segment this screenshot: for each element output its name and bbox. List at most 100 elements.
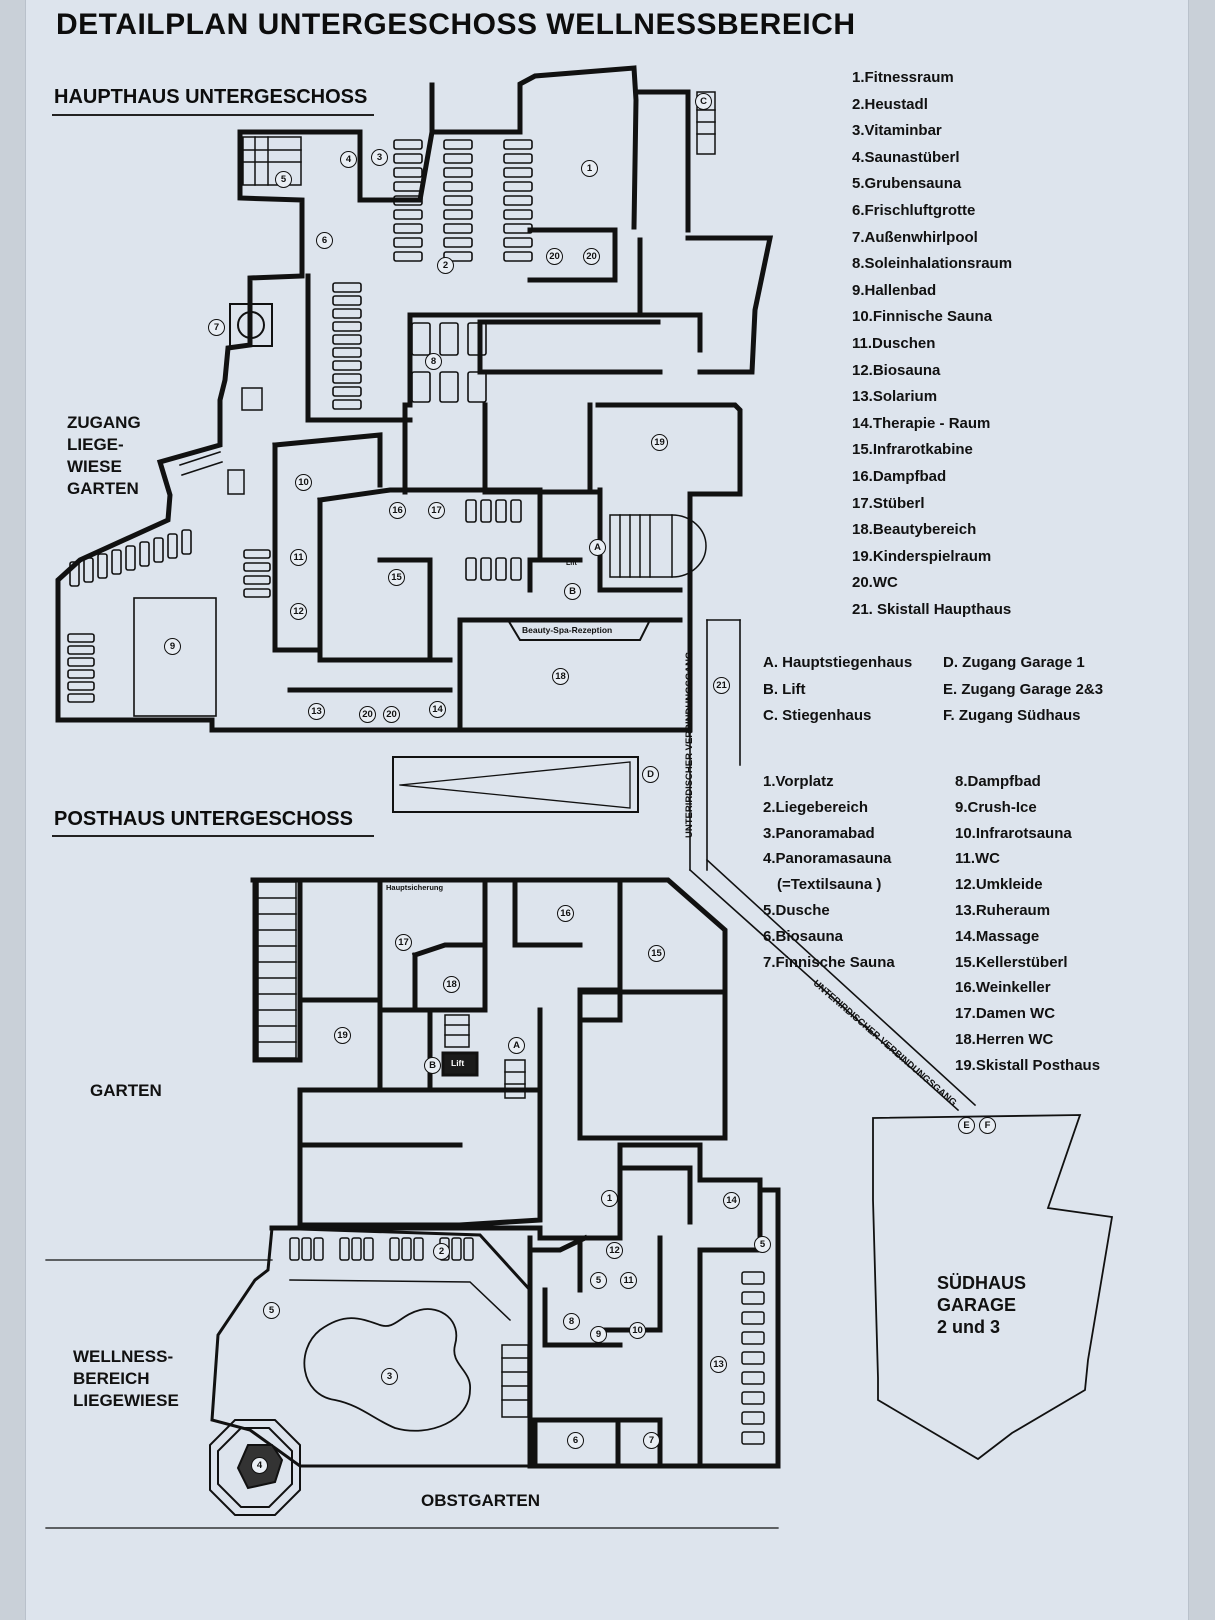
page-title: DETAILPLAN UNTERGESCHOSS WELLNESSBEREICH [56,8,856,41]
lounger [393,153,423,164]
room-marker-dampfbad: 16 [389,502,406,519]
haupthaus-lift-label: Lift [566,560,577,567]
bed [467,371,487,403]
liegebereich-lounger [451,1237,462,1261]
room-marker-panoramabad: 3 [381,1368,398,1385]
room-marker-infrarotsauna: 10 [629,1322,646,1339]
lounger [67,645,95,655]
liegebereich-lounger [363,1237,374,1261]
lounger [243,575,271,585]
lounger [443,251,473,262]
zugang-label: ZUGANG LIEGE- WIESE GARTEN [67,412,141,500]
legend-item: 4.Saunastüberl [852,148,960,166]
lounger [153,537,164,563]
lounger [332,373,362,384]
room-marker-wc-posthaus: 11 [620,1272,637,1289]
legend-item: 4.Panoramasauna [763,850,892,868]
access-item: D. Zugang Garage 1 [943,654,1085,671]
access-marker-b: B [564,583,581,600]
access-marker-a-posthaus: A [508,1037,525,1054]
legend-item: 1.Vorplatz [763,773,834,790]
suedhaus-line: GARAGE [937,1295,1017,1315]
lounger [480,557,492,581]
room-marker-biosauna: 12 [290,603,307,620]
room-marker-fitnessraum: 1 [581,160,598,177]
legend-item: 12.Umkleide [955,876,1043,894]
lounger [243,549,271,559]
haupthaus-heading: HAUPTHAUS UNTERGESCHOSS [54,86,368,108]
lounger [495,557,507,581]
access-marker-f: F [979,1117,996,1134]
room-marker-kellerstueberl: 15 [648,945,665,962]
room-marker-frischluftgrotte: 6 [316,232,333,249]
room-marker-damen-wc: 17 [395,934,412,951]
reception-label: Beauty-Spa-Rezeption [522,625,613,635]
plan-sheet [26,0,1188,1620]
lounger [510,499,522,523]
lounger [167,533,178,559]
room-marker-dusche: 5 [590,1272,607,1289]
legend-item: 20.WC [852,574,898,592]
room-marker-solarium: 13 [308,703,325,720]
bed [467,322,487,356]
lounger [67,681,95,691]
posthaus-walls [250,877,781,1469]
room-marker-wc: 20 [383,706,400,723]
room-marker-weinkeller: 16 [557,905,574,922]
lounger [503,167,533,178]
access-marker-b-posthaus: B [424,1057,441,1074]
room-marker-wc: 20 [583,248,600,265]
lounger [393,167,423,178]
ruheraum-bed [741,1331,765,1345]
legend-item: 15.Kellerstüberl [955,953,1068,971]
legend-item: 11.Duschen [852,334,936,352]
lounger [69,561,80,587]
access-marker-c: C [695,93,712,110]
room-marker-hallenbad: 9 [164,638,181,655]
room-marker-wc: 20 [546,248,563,265]
room-marker-skistall-haupthaus: 21 [713,677,730,694]
bed [439,322,459,356]
zugang-line: WIESE [67,457,122,476]
lounger [67,633,95,643]
lounger [443,209,473,220]
haupthaus-loungers [67,139,533,703]
room-marker-skistall-posthaus: 19 [334,1027,351,1044]
lounger [243,588,271,598]
ruheraum-bed [741,1391,765,1405]
room-marker-therapie-raum: 14 [429,701,446,718]
posthaus-heading: POSTHAUS UNTERGESCHOSS [54,808,353,830]
liegebereich-lounger [463,1237,474,1261]
legend-item: 5.Dusche [763,901,830,919]
bed [411,371,431,403]
room-marker-massage: 14 [723,1192,740,1209]
legend-item: 17.Damen WC [955,1005,1056,1023]
lounger [495,499,507,523]
liegebereich-lounger [351,1237,362,1261]
room-marker-vitaminbar: 3 [371,149,388,166]
access-item: A. Hauptstiegenhaus [763,654,913,671]
lounger [503,209,533,220]
legend-item: 11.WC [955,850,1001,868]
lounger [503,223,533,234]
lounger [480,499,492,523]
lounger [393,209,423,220]
garten-label: GARTEN [90,1081,162,1100]
room-marker-stueberl: 17 [428,502,445,519]
ruheraum-bed [741,1351,765,1365]
legend-item: 1.Fitnessraum [852,69,954,86]
lounger [97,553,108,579]
ruheraum-bed [741,1271,765,1285]
ruheraum-bed [741,1371,765,1385]
lounger [83,557,94,583]
lounger [332,399,362,410]
liegebereich-lounger [313,1237,324,1261]
legend-item: 13.Ruheraum [955,901,1051,919]
liegebereich-lounger [389,1237,400,1261]
legend-item: 9.Crush-Ice [955,798,1037,816]
haupthaus-walls [55,65,774,733]
lounger [393,237,423,248]
hallenbad-pool-outline [133,597,217,717]
bed [411,322,431,356]
zugang-line: ZUGANG [67,413,141,432]
